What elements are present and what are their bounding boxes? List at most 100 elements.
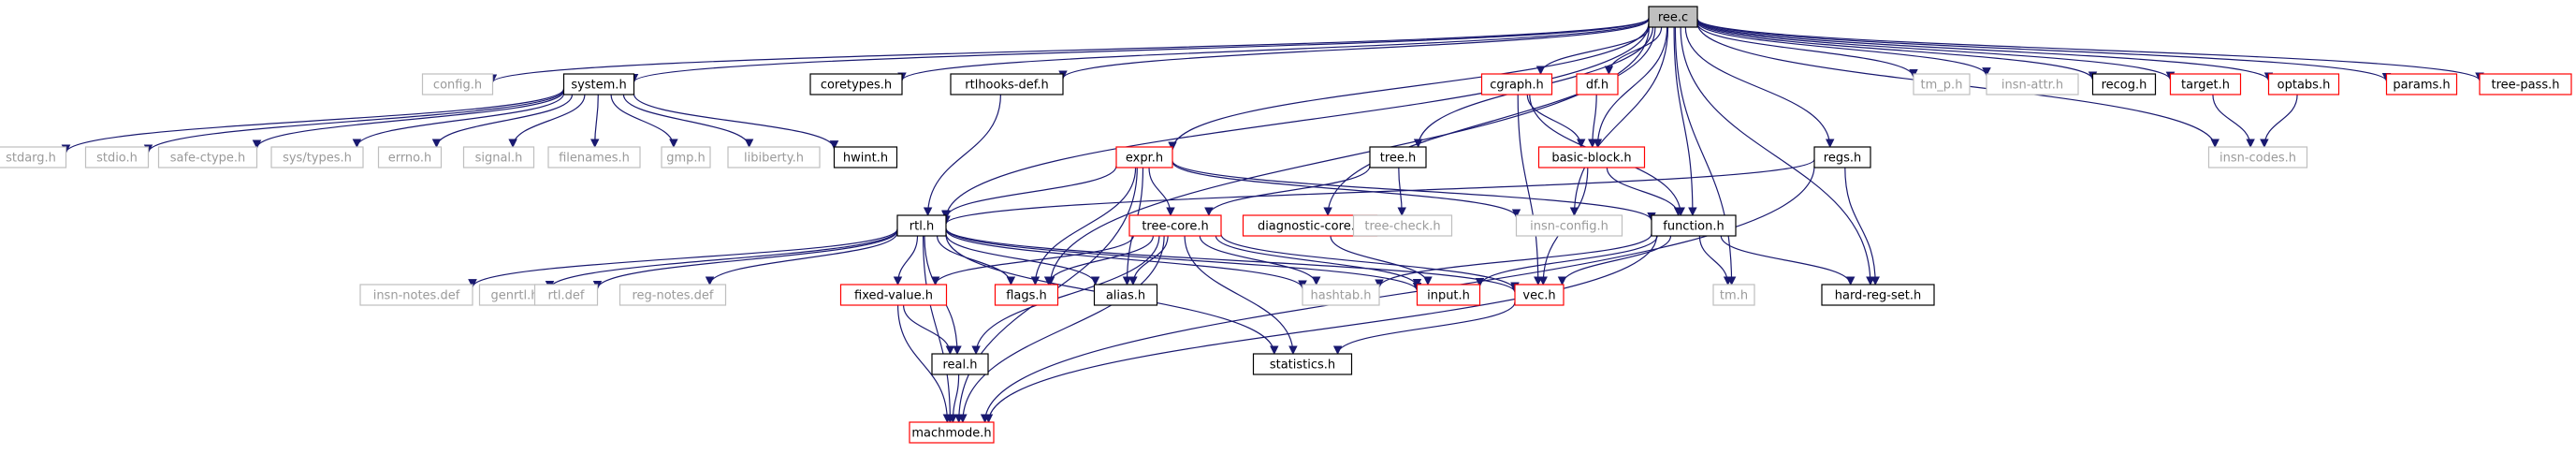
node-label: tree.h [1380,152,1417,166]
node-optabs-h[interactable]: optabs.h [2267,73,2340,95]
node-rtlhooks-def-h[interactable]: rtlhooks-def.h [950,73,1064,95]
node-recog-h[interactable]: recog.h [2091,73,2157,95]
node-box [1302,284,1380,306]
node-basic-block-h[interactable]: basic-block.h [1537,146,1646,168]
node-gmp-h[interactable]: gmp.h [661,146,711,168]
node-label: stdarg.h [6,152,56,166]
node-label: expr.h [1126,152,1163,166]
node-coretypes-h[interactable]: coretypes.h [809,73,903,95]
node-label: optabs.h [2278,79,2331,93]
node-box [377,146,443,168]
node-statistics-h[interactable]: statistics.h [1252,353,1353,375]
node-df-h[interactable]: df.h [1576,73,1619,95]
node-sys-types-h[interactable]: sys/types.h [270,146,364,168]
node-box [359,284,473,306]
node-box [2385,73,2458,95]
node-label: gmp.h [666,152,706,166]
node-tree-core-h[interactable]: tree-core.h [1128,214,1222,237]
node-real-h[interactable]: real.h [931,353,989,375]
node-tree-check-h[interactable]: tree-check.h [1352,214,1453,237]
edge-ree-c-to-tm-p-h [1696,22,1918,79]
node-hashtab-h[interactable]: hashtab.h [1302,284,1380,306]
edge-ree-c-to-params-h [1696,18,2392,82]
edge-rtl-h-to-hashtab-h [945,229,1307,290]
node-signal-h[interactable]: signal.h [462,146,535,168]
node-box [1651,214,1737,237]
node-hard-reg-set-h[interactable]: hard-reg-set.h [1821,284,1935,306]
node-box [1913,73,1971,95]
edge-vec-h-to-statistics-h [1332,301,1516,355]
edge-function-h-to-tm-h [1698,235,1733,286]
node-box [1537,146,1646,168]
node-box [1093,284,1158,306]
node-box [2479,73,2572,95]
node-label: tree-core.h [1142,220,1208,234]
edge-ree-c-to-config-h [488,17,1650,83]
edge-function-h-to-hard-reg-set-h [1720,235,1856,286]
node-function-h[interactable]: function.h [1651,214,1737,237]
node-config-h[interactable]: config.h [421,73,494,95]
node-tree-pass-h[interactable]: tree-pass.h [2479,73,2572,95]
node-insn-config-h[interactable]: insn-config.h [1515,214,1623,237]
node-tree-h[interactable]: tree.h [1369,146,1427,168]
node-flags-h[interactable]: flags.h [994,284,1059,306]
node-expr-h[interactable]: expr.h [1115,146,1173,168]
edge-rtl-h-to-genrtl-h [545,229,898,290]
edge-optabs-h-to-insn-codes-h [2260,94,2298,148]
node-regs-h[interactable]: regs.h [1813,146,1871,168]
node-label: statistics.h [1270,359,1335,373]
node-filenames-h[interactable]: filenames.h [547,146,641,168]
node-rtl-def[interactable]: rtl.def [533,284,599,306]
edge-system-h-to-signal-h [508,94,586,148]
node-box [1712,284,1755,306]
node-label: genrtl.h [491,289,539,303]
node-box [809,73,903,95]
node-insn-attr-h[interactable]: insn-attr.h [1986,73,2079,95]
node-label: vec.h [1522,289,1555,303]
edge-function-h-to-hashtab-h [1375,233,1652,288]
node-rtl-h[interactable]: rtl.h [896,214,947,237]
edge-ree-c-to-optabs-h [1696,19,2274,81]
node-insn-notes-def[interactable]: insn-notes.def [359,284,473,306]
node-diagnostic-core-h[interactable]: diagnostic-core.h [1242,214,1378,237]
node-errno-h[interactable]: errno.h [377,146,443,168]
node-insn-codes-h[interactable]: insn-codes.h [2207,146,2308,168]
edge-regs-h-to-machmode-h [980,166,1815,423]
node-label: df.h [1586,79,1608,93]
edge-system-h-to-libiberty-h [622,94,754,148]
node-machmode-h[interactable]: machmode.h [909,421,995,444]
node-box [2091,73,2157,95]
node-label: function.h [1663,220,1724,234]
node-ree-c[interactable]: ree.c [1648,6,1698,28]
node-stdarg-h[interactable]: stdarg.h [0,146,67,168]
node-hwint-h[interactable]: hwint.h [833,146,898,168]
edge-expr-h-to-rtl-h [941,166,1117,219]
node-input-h[interactable]: input.h [1416,284,1481,306]
node-vec-h[interactable]: vec.h [1514,284,1565,306]
edge-rtlhooks-def-h-to-rtl-h [923,94,1001,216]
edge-system-h-to-safe-ctype-h [252,90,565,150]
node-tm-h[interactable]: tm.h [1712,284,1755,306]
node-box [157,146,258,168]
edge-ree-c-to-rtl-h [941,23,1650,220]
node-safe-ctype-h[interactable]: safe-ctype.h [157,146,258,168]
node-alias-h[interactable]: alias.h [1093,284,1158,306]
edge-system-h-to-stdarg-h [61,88,565,154]
node-cgraph-h[interactable]: cgraph.h [1480,73,1553,95]
node-fixed-value-h[interactable]: fixed-value.h [839,284,948,306]
node-libiberty-h[interactable]: libiberty.h [727,146,821,168]
node-label: alias.h [1106,289,1145,303]
edge-ree-c-to-rtlhooks-def-h [1058,19,1650,80]
node-stdio-h[interactable]: stdio.h [84,146,150,168]
node-tm-p-h[interactable]: tm_p.h [1913,73,1971,95]
node-reg-notes-def[interactable]: reg-notes.def [619,284,727,306]
node-target-h[interactable]: target.h [2169,73,2242,95]
node-box [1252,353,1353,375]
edge-ree-c-to-diagnostic-core-h [1323,26,1656,216]
node-genrtl-h[interactable]: genrtl.h [478,284,551,306]
edge-ree-c-to-recog-h [1696,20,2098,81]
node-box [2267,73,2340,95]
node-params-h[interactable]: params.h [2385,73,2458,95]
edge-cgraph-h-to-vec-h [1517,94,1543,286]
node-system-h[interactable]: system.h [562,73,635,95]
